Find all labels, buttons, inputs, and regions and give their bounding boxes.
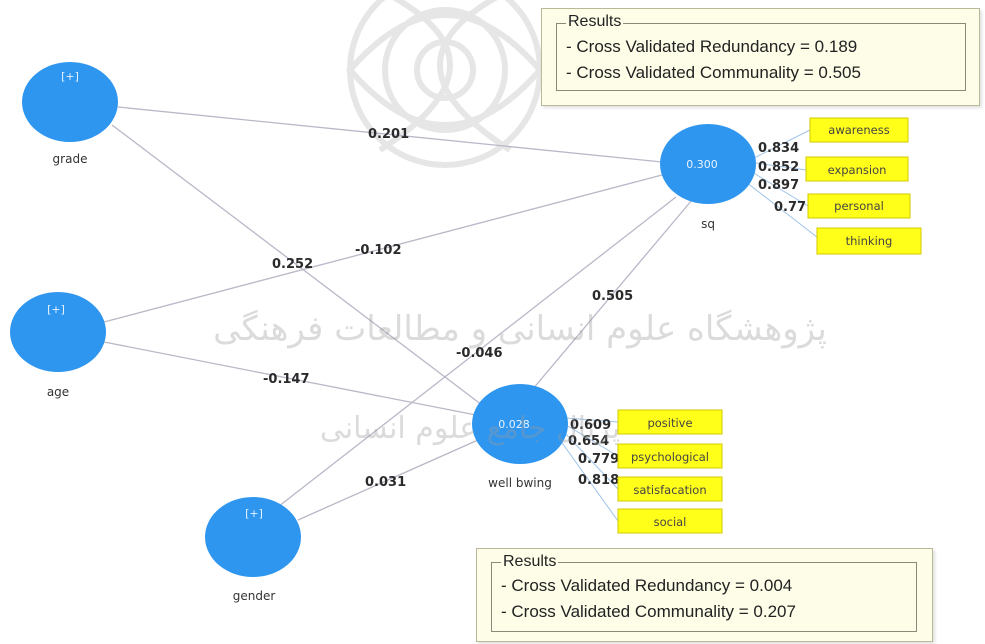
indicator-lines xyxy=(559,129,823,522)
sq-loadings: 0.834 0.852 0.897 0.77 xyxy=(758,141,806,215)
construct-age-label: age xyxy=(47,385,69,399)
indicator-thinking[interactable]: thinking xyxy=(816,227,922,255)
coef-age-wb: -0.147 xyxy=(263,372,310,387)
construct-gender-label: gender xyxy=(233,589,276,603)
results-frame xyxy=(556,23,966,91)
indicator-awareness[interactable]: awareness xyxy=(809,117,909,143)
indicator-satisfacation[interactable]: satisfacation xyxy=(617,476,723,502)
path-age-wb[interactable] xyxy=(103,341,477,416)
svg-text:پرتال جامع علوم انسانی: پرتال جامع علوم انسانی xyxy=(320,411,620,446)
construct-grade[interactable]: [+] grade xyxy=(22,62,118,166)
sq-indicators: awareness expansion personal thinking xyxy=(805,117,922,255)
results-title: Results xyxy=(566,13,624,31)
results-title: Results xyxy=(501,553,559,571)
svg-text:پژوهشگاه علوم انسانی و مطالعات: پژوهشگاه علوم انسانی و مطالعات فرهنگی xyxy=(213,309,827,349)
path-gender-wb[interactable] xyxy=(297,439,479,521)
construct-gender[interactable]: [+] gender xyxy=(205,497,301,603)
coef-gender-sq: -0.046 xyxy=(456,346,503,361)
indicator-personal[interactable]: personal xyxy=(807,193,911,219)
indicator-psychological-label: psychological xyxy=(631,450,709,464)
loading-thinking: 0.77 xyxy=(774,200,806,215)
construct-wb-value: 0.028 xyxy=(498,418,530,431)
construct-sq[interactable]: 0.300 sq xyxy=(660,124,756,231)
cross-validated-redundancy: - Cross Validated Redundancy = 0.189 xyxy=(566,37,858,56)
indicator-psychological[interactable]: psychological xyxy=(617,443,723,469)
construct-grade-marker: [+] xyxy=(61,70,79,83)
indicator-social[interactable]: social xyxy=(617,508,723,534)
indicator-thinking-label: thinking xyxy=(846,234,893,248)
coef-wb-sq: 0.505 xyxy=(592,289,633,304)
indicator-social-label: social xyxy=(654,515,687,529)
loading-psychological: 0.654 xyxy=(568,434,609,449)
structural-paths xyxy=(103,106,693,521)
loading-satisfacation: 0.779 xyxy=(578,452,619,467)
results-panel-sq: Results - Cross Validated Redundancy = 0… xyxy=(541,8,980,106)
construct-sq-label: sq xyxy=(701,217,715,231)
cross-validated-communality: - Cross Validated Communality = 0.207 xyxy=(501,602,796,621)
watermark-text: پژوهشگاه علوم انسانی و مطالعات فرهنگی پر… xyxy=(213,309,827,446)
indicator-expansion[interactable]: expansion xyxy=(805,156,909,182)
loading-personal: 0.897 xyxy=(758,178,799,193)
indicator-personal-label: personal xyxy=(834,199,884,213)
coef-age-sq: -0.102 xyxy=(355,243,402,258)
construct-sq-value: 0.300 xyxy=(686,158,718,171)
indicator-expansion-label: expansion xyxy=(828,163,887,177)
wb-loadings: 0.609 0.654 0.779 0.818 xyxy=(568,418,619,488)
indicator-awareness-label: awareness xyxy=(828,123,889,137)
loading-social: 0.818 xyxy=(578,473,619,488)
results-frame xyxy=(491,562,917,632)
indicator-positive[interactable]: positive xyxy=(617,409,723,435)
construct-well-being[interactable]: 0.028 well bwing xyxy=(472,384,568,490)
path-age-sq[interactable] xyxy=(103,174,663,323)
construct-grade-label: grade xyxy=(53,152,88,166)
watermark-ornament xyxy=(346,0,544,168)
results-panel-wb: Results - Cross Validated Redundancy = 0… xyxy=(476,548,933,642)
path-grade-sq[interactable] xyxy=(117,106,663,163)
path-coefficients: 0.201 0.252 -0.102 -0.147 -0.046 0.031 0… xyxy=(263,127,633,490)
cross-validated-communality: - Cross Validated Communality = 0.505 xyxy=(566,63,861,82)
construct-age[interactable]: [+] age xyxy=(10,292,106,399)
coef-grade-wb: 0.252 xyxy=(272,257,313,272)
loading-expansion: 0.852 xyxy=(758,160,799,175)
construct-gender-marker: [+] xyxy=(245,507,263,520)
coef-grade-sq: 0.201 xyxy=(368,127,409,142)
indicator-positive-label: positive xyxy=(647,416,692,430)
path-wb-sq[interactable] xyxy=(531,199,693,391)
coef-gender-wb: 0.031 xyxy=(365,475,406,490)
loading-awareness: 0.834 xyxy=(758,141,799,156)
construct-age-marker: [+] xyxy=(47,303,65,316)
construct-wb-label: well bwing xyxy=(488,476,552,490)
wb-indicators: positive psychological satisfacation soc… xyxy=(617,409,723,534)
cross-validated-redundancy: - Cross Validated Redundancy = 0.004 xyxy=(501,576,793,595)
path-grade-wb[interactable] xyxy=(111,124,483,406)
path-gender-sq[interactable] xyxy=(273,196,677,511)
loading-positive: 0.609 xyxy=(570,418,611,433)
indicator-satisfacation-label: satisfacation xyxy=(633,483,706,497)
